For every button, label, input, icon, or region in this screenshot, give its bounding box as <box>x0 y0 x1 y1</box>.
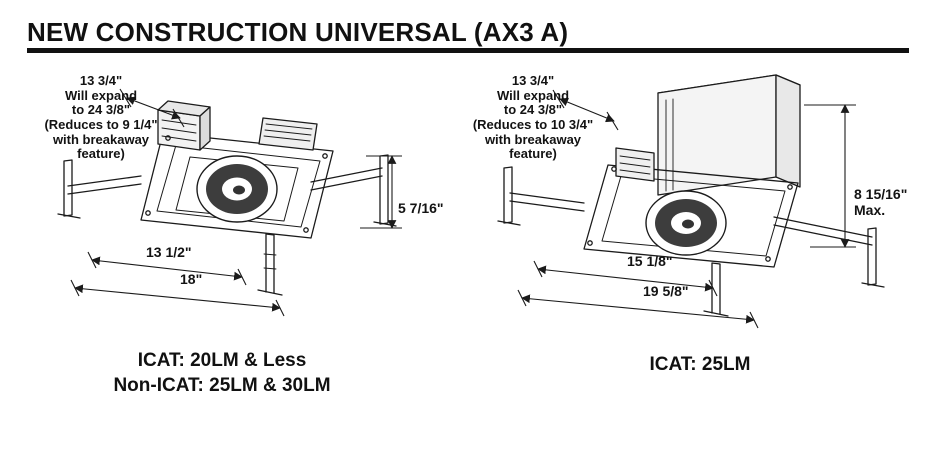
left-dimension-lines <box>70 88 402 317</box>
right-expand-note: 13 3/4" Will expand to 24 3/8" (Reduces … <box>472 73 594 162</box>
left-front-foot <box>257 233 283 296</box>
left-height-dimension: 5 7/16" <box>398 200 444 216</box>
left-hanger-bar-right <box>310 154 397 227</box>
right-figure-caption: ICAT: 25LM <box>590 352 810 377</box>
right-enclosure-box <box>657 74 801 196</box>
page-title: NEW CONSTRUCTION UNIVERSAL (AX3 A) <box>27 17 569 47</box>
right-hanger-bar-right <box>773 216 885 288</box>
left-caption-line2: Non-ICAT: 25LM & 30LM <box>113 375 331 397</box>
left-caption-line1: ICAT: 20LM & Less <box>137 350 307 371</box>
left-expand-note: 13 3/4" Will expand to 24 3/8" (Reduces … <box>44 73 158 162</box>
right-aperture <box>645 190 727 256</box>
right-housing-drawing <box>497 74 885 329</box>
right-front-foot <box>703 262 729 317</box>
right-hanger-bar-left <box>497 166 585 226</box>
right-caption-line1: ICAT: 25LM <box>649 354 751 375</box>
right-frame-width-dimension: 15 1/8" <box>627 253 673 269</box>
right-housing-lines <box>497 74 885 317</box>
left-hanger-bar-left <box>57 159 142 219</box>
right-height-dimension: 8 15/16" Max. <box>854 186 908 219</box>
right-overall-width-dimension: 19 5/8" <box>643 283 689 299</box>
right-junction-box <box>615 147 655 182</box>
title-underline <box>27 48 909 53</box>
left-frame-width-dimension: 13 1/2" <box>146 244 192 260</box>
left-housing-lines <box>57 100 397 296</box>
left-driver-box <box>258 117 318 151</box>
right-dimension-lines <box>517 89 856 329</box>
left-figure-caption: ICAT: 20LM & Less Non-ICAT: 25LM & 30LM <box>92 348 352 398</box>
left-housing-drawing <box>57 88 402 317</box>
right-mounting-frame <box>583 164 799 268</box>
left-aperture <box>196 155 278 223</box>
left-overall-width-dimension: 18" <box>180 271 203 287</box>
